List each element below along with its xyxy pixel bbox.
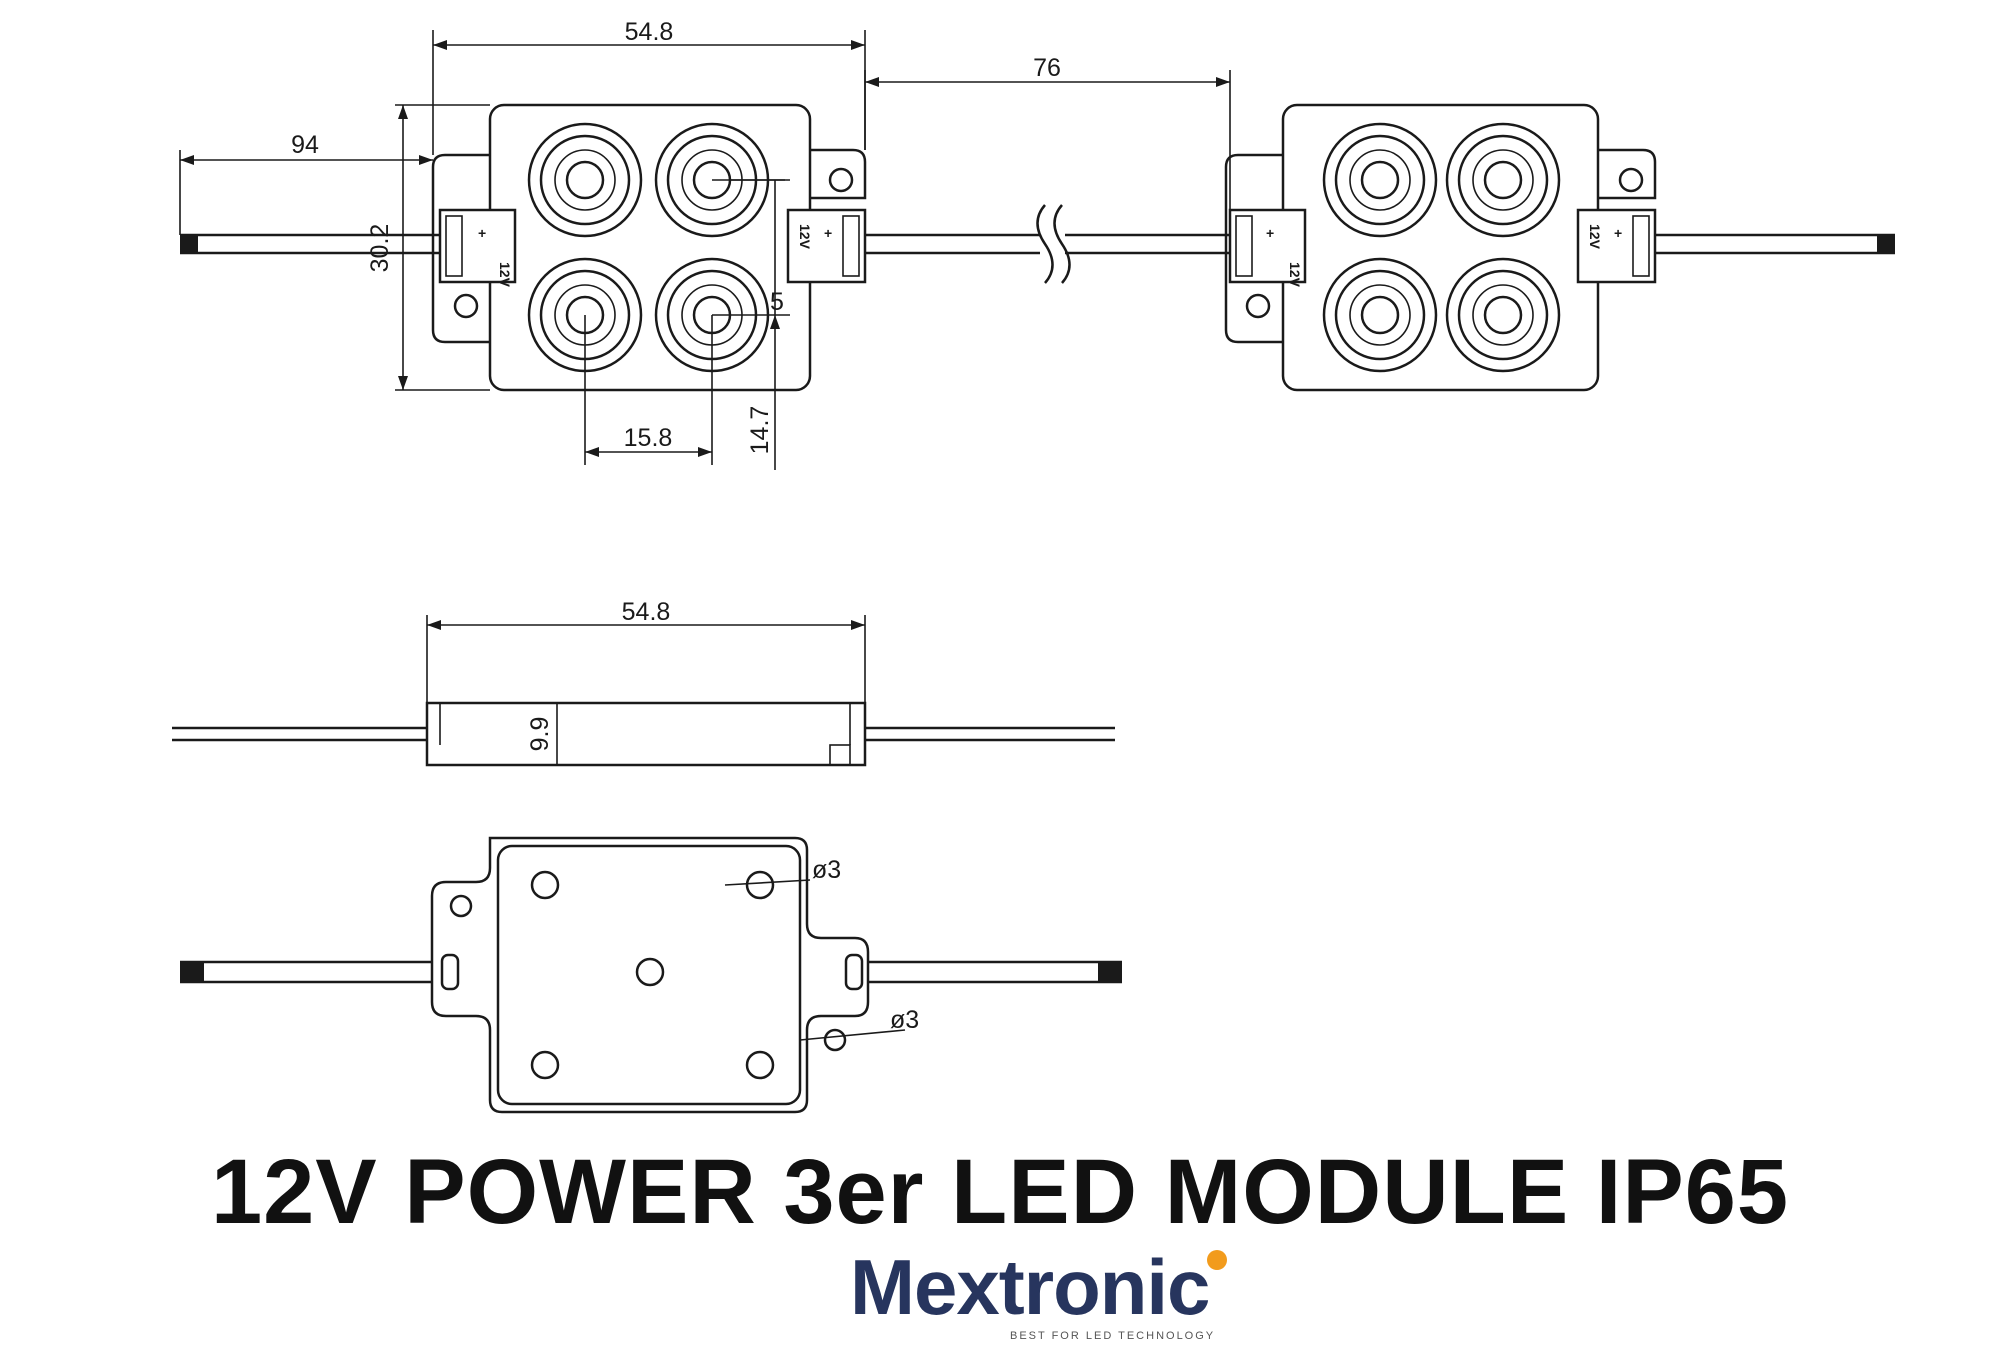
svg-text:54.8: 54.8 [625, 18, 674, 46]
left-connector-2: + 12V [1228, 208, 1307, 288]
side-dimension-width: 54.8 [426, 598, 866, 703]
bottom-view: ø3 ø3 [180, 836, 1122, 1114]
led-module-2: + 12V + 12V [1224, 103, 1657, 392]
right-connector-2: + 12V [1576, 208, 1657, 284]
svg-text:54.8: 54.8 [622, 598, 671, 626]
svg-text:+: + [478, 225, 486, 241]
svg-text:12V: 12V [497, 262, 513, 288]
dimension-led-spacing-y: 14.7 [712, 179, 790, 470]
dimension-pitch: 76 [864, 54, 1231, 215]
dimension-width: 54.8 [432, 18, 866, 155]
svg-text:ø3: ø3 [812, 856, 841, 884]
left-cable [180, 233, 445, 255]
led-1a [527, 122, 643, 238]
led-grid-2 [1322, 122, 1561, 373]
brand-name: Mextronic [850, 1243, 1210, 1331]
svg-text:ø3: ø3 [890, 1006, 919, 1034]
svg-text:12V: 12V [797, 224, 813, 250]
led-module-1: + 12V + 12V [431, 103, 867, 392]
dimension-height: 30.2 [366, 104, 490, 391]
brand-logo: Mextronic BEST FOR LED TECHNOLOGY [850, 1242, 1310, 1352]
svg-text:94: 94 [291, 131, 319, 159]
top-view: + 12V + 12V [179, 18, 1895, 470]
led-2b [1445, 122, 1561, 238]
led-2a [1322, 122, 1438, 238]
brand-dot-icon [1207, 1250, 1227, 1270]
svg-text:15.8: 15.8 [624, 424, 673, 452]
svg-text:+: + [1614, 225, 1622, 241]
svg-text:14.7: 14.7 [746, 406, 774, 455]
interconnect-cable [865, 204, 1230, 284]
led-2d [1445, 257, 1561, 373]
product-title: 12V POWER 3er LED MODULE IP65 [210, 1141, 1790, 1243]
left-connector: + 12V [438, 208, 517, 288]
svg-text:+: + [824, 225, 832, 241]
brand-tagline: BEST FOR LED TECHNOLOGY [1010, 1330, 1216, 1342]
dimension-cable: 94 [179, 131, 433, 235]
right-connector: + 12V [786, 208, 867, 284]
right-cable [1655, 233, 1895, 255]
svg-text:+: + [1266, 225, 1274, 241]
hole-callout-top: ø3 [724, 856, 841, 886]
mounting-holes [449, 870, 847, 1080]
svg-text:76: 76 [1033, 54, 1061, 82]
hole-callout-bottom: ø3 [799, 1006, 919, 1041]
dimension-led-diameter: 5 [730, 179, 785, 316]
svg-text:5: 5 [770, 288, 784, 316]
side-view: 54.8 9.9 [172, 598, 1115, 767]
led-grid-1 [527, 122, 770, 373]
led-2c [1322, 257, 1438, 373]
svg-text:9.9: 9.9 [526, 717, 554, 752]
svg-text:12V: 12V [1287, 262, 1303, 288]
bottom-slots [440, 953, 864, 991]
svg-text:12V: 12V [1587, 224, 1603, 250]
dimension-led-spacing-x: 15.8 [584, 315, 713, 465]
svg-text:30.2: 30.2 [366, 224, 394, 273]
side-dimension-thickness: 9.9 [526, 703, 558, 765]
